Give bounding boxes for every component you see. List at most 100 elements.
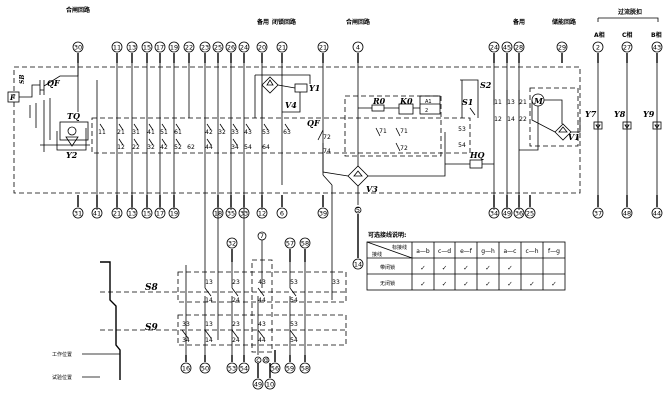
svg-text:72: 72 — [323, 134, 331, 141]
svg-text:11: 11 — [98, 129, 106, 136]
svg-text:13: 13 — [128, 44, 136, 52]
table-row-label: 带闭锁 — [380, 264, 395, 271]
bottom-terminal: 21 — [111, 207, 123, 219]
header-close-circuit-left: 合闸回路 — [66, 6, 91, 14]
svg-text:31: 31 — [132, 129, 140, 136]
table-row-label: 无闭锁 — [380, 280, 395, 287]
svg-text:39: 39 — [319, 210, 327, 218]
svg-text:✓: ✓ — [463, 280, 468, 288]
svg-text:57: 57 — [286, 240, 294, 248]
lower-top-terminal: 7 — [257, 231, 267, 241]
top-pins — [77, 53, 658, 63]
motor-block — [529, 87, 579, 147]
svg-text:30: 30 — [74, 44, 82, 52]
svg-text:10: 10 — [266, 381, 274, 389]
svg-text:44: 44 — [258, 337, 266, 344]
svg-text:43: 43 — [258, 321, 266, 328]
svg-text:4: 4 — [356, 44, 360, 52]
bottom-terminal: 17 — [154, 207, 166, 219]
svg-text:44: 44 — [258, 297, 266, 304]
mid-terminal: 5 — [354, 206, 362, 214]
svg-text:51: 51 — [160, 129, 168, 136]
svg-text:62: 62 — [187, 144, 195, 151]
bottom-terminal: 25 — [524, 207, 536, 219]
svg-text:16: 16 — [182, 365, 190, 373]
component-hq: HQ — [469, 150, 485, 160]
component-v4: V4 — [285, 100, 297, 110]
component-s2: S2 — [480, 80, 492, 90]
svg-text:14: 14 — [354, 261, 362, 269]
bottom-terminal: 12 — [256, 207, 268, 219]
svg-text:34: 34 — [490, 210, 498, 218]
svg-text:22: 22 — [185, 44, 193, 52]
bottom-terminal: 41 — [91, 207, 103, 219]
bottom-pins — [77, 195, 658, 207]
svg-text:43: 43 — [653, 44, 661, 52]
svg-text:54: 54 — [290, 297, 298, 304]
svg-text:d: d — [264, 356, 268, 364]
top-terminal: 11 — [111, 41, 123, 53]
top-terminal: 22 — [183, 41, 195, 53]
release-arrows — [595, 124, 660, 129]
svg-text:✓: ✓ — [420, 264, 425, 272]
lower-bottom-terminal: 50 — [199, 362, 211, 374]
svg-text:41: 41 — [147, 129, 155, 136]
anti-pump-block — [344, 95, 442, 157]
svg-text:14: 14 — [205, 337, 213, 344]
svg-text:53: 53 — [228, 365, 236, 373]
svg-text:19: 19 — [170, 210, 178, 218]
svg-text:✓: ✓ — [463, 264, 468, 272]
svg-text:14: 14 — [205, 297, 213, 304]
svg-text:13: 13 — [128, 210, 136, 218]
table-corner-bottom: 接线 — [372, 251, 382, 258]
top-terminal: 17 — [154, 41, 166, 53]
svg-text:42: 42 — [160, 144, 168, 151]
component-s8: S8 — [145, 283, 158, 293]
bottom-terminal: 15 — [141, 207, 153, 219]
v1-diode — [558, 126, 568, 133]
svg-text:25: 25 — [526, 210, 534, 218]
table-col-header: a—b — [416, 248, 430, 255]
svg-text:✓: ✓ — [420, 280, 425, 288]
svg-text:21: 21 — [117, 129, 125, 136]
top-terminal: 29 — [556, 41, 568, 53]
lower-bottom-terminal: 53 — [226, 362, 238, 374]
lower-extra-pins — [257, 363, 271, 378]
svg-text:22: 22 — [519, 116, 527, 123]
svg-text:14: 14 — [507, 116, 515, 123]
lower-extra-terminal: 49 — [252, 378, 264, 390]
top-terminal: 43 — [651, 41, 663, 53]
header-spare-2: 备用 — [512, 18, 525, 26]
svg-text:42: 42 — [205, 129, 213, 136]
svg-text:2: 2 — [425, 108, 428, 114]
table-col-header: a—c — [504, 248, 517, 255]
bottom-terminal: 19 — [168, 207, 180, 219]
svg-text:23: 23 — [201, 44, 209, 52]
bottom-terminal: 48 — [621, 207, 633, 219]
svg-text:27: 27 — [623, 44, 631, 52]
svg-text:13: 13 — [205, 321, 213, 328]
component-k0: K0 — [399, 96, 413, 106]
lower-top-terminal: 58 — [299, 237, 311, 249]
top-terminal: 23 — [199, 41, 211, 53]
svg-text:21: 21 — [519, 99, 527, 106]
top-terminal: 13 — [126, 41, 138, 53]
svg-text:21: 21 — [319, 44, 327, 52]
bottom-terminal: 18 — [212, 207, 224, 219]
top-terminal: 21 — [276, 41, 288, 53]
tq-coil — [67, 126, 77, 136]
top-terminal: 30 — [72, 41, 84, 53]
v3-wiring — [322, 132, 446, 205]
component-tq: TQ — [67, 111, 80, 121]
lower-bottom-terminal: 58 — [299, 362, 311, 374]
top-terminal: 4 — [352, 41, 364, 53]
top-terminal: 27 — [621, 41, 633, 53]
svg-text:19: 19 — [170, 44, 178, 52]
svg-text:31: 31 — [74, 210, 82, 218]
svg-text:33: 33 — [231, 129, 239, 136]
svg-text:20: 20 — [258, 44, 266, 52]
svg-text:17: 17 — [156, 210, 164, 218]
svg-text:✓: ✓ — [485, 280, 490, 288]
svg-text:12: 12 — [117, 144, 125, 151]
component-y8: Y8 — [614, 109, 626, 119]
